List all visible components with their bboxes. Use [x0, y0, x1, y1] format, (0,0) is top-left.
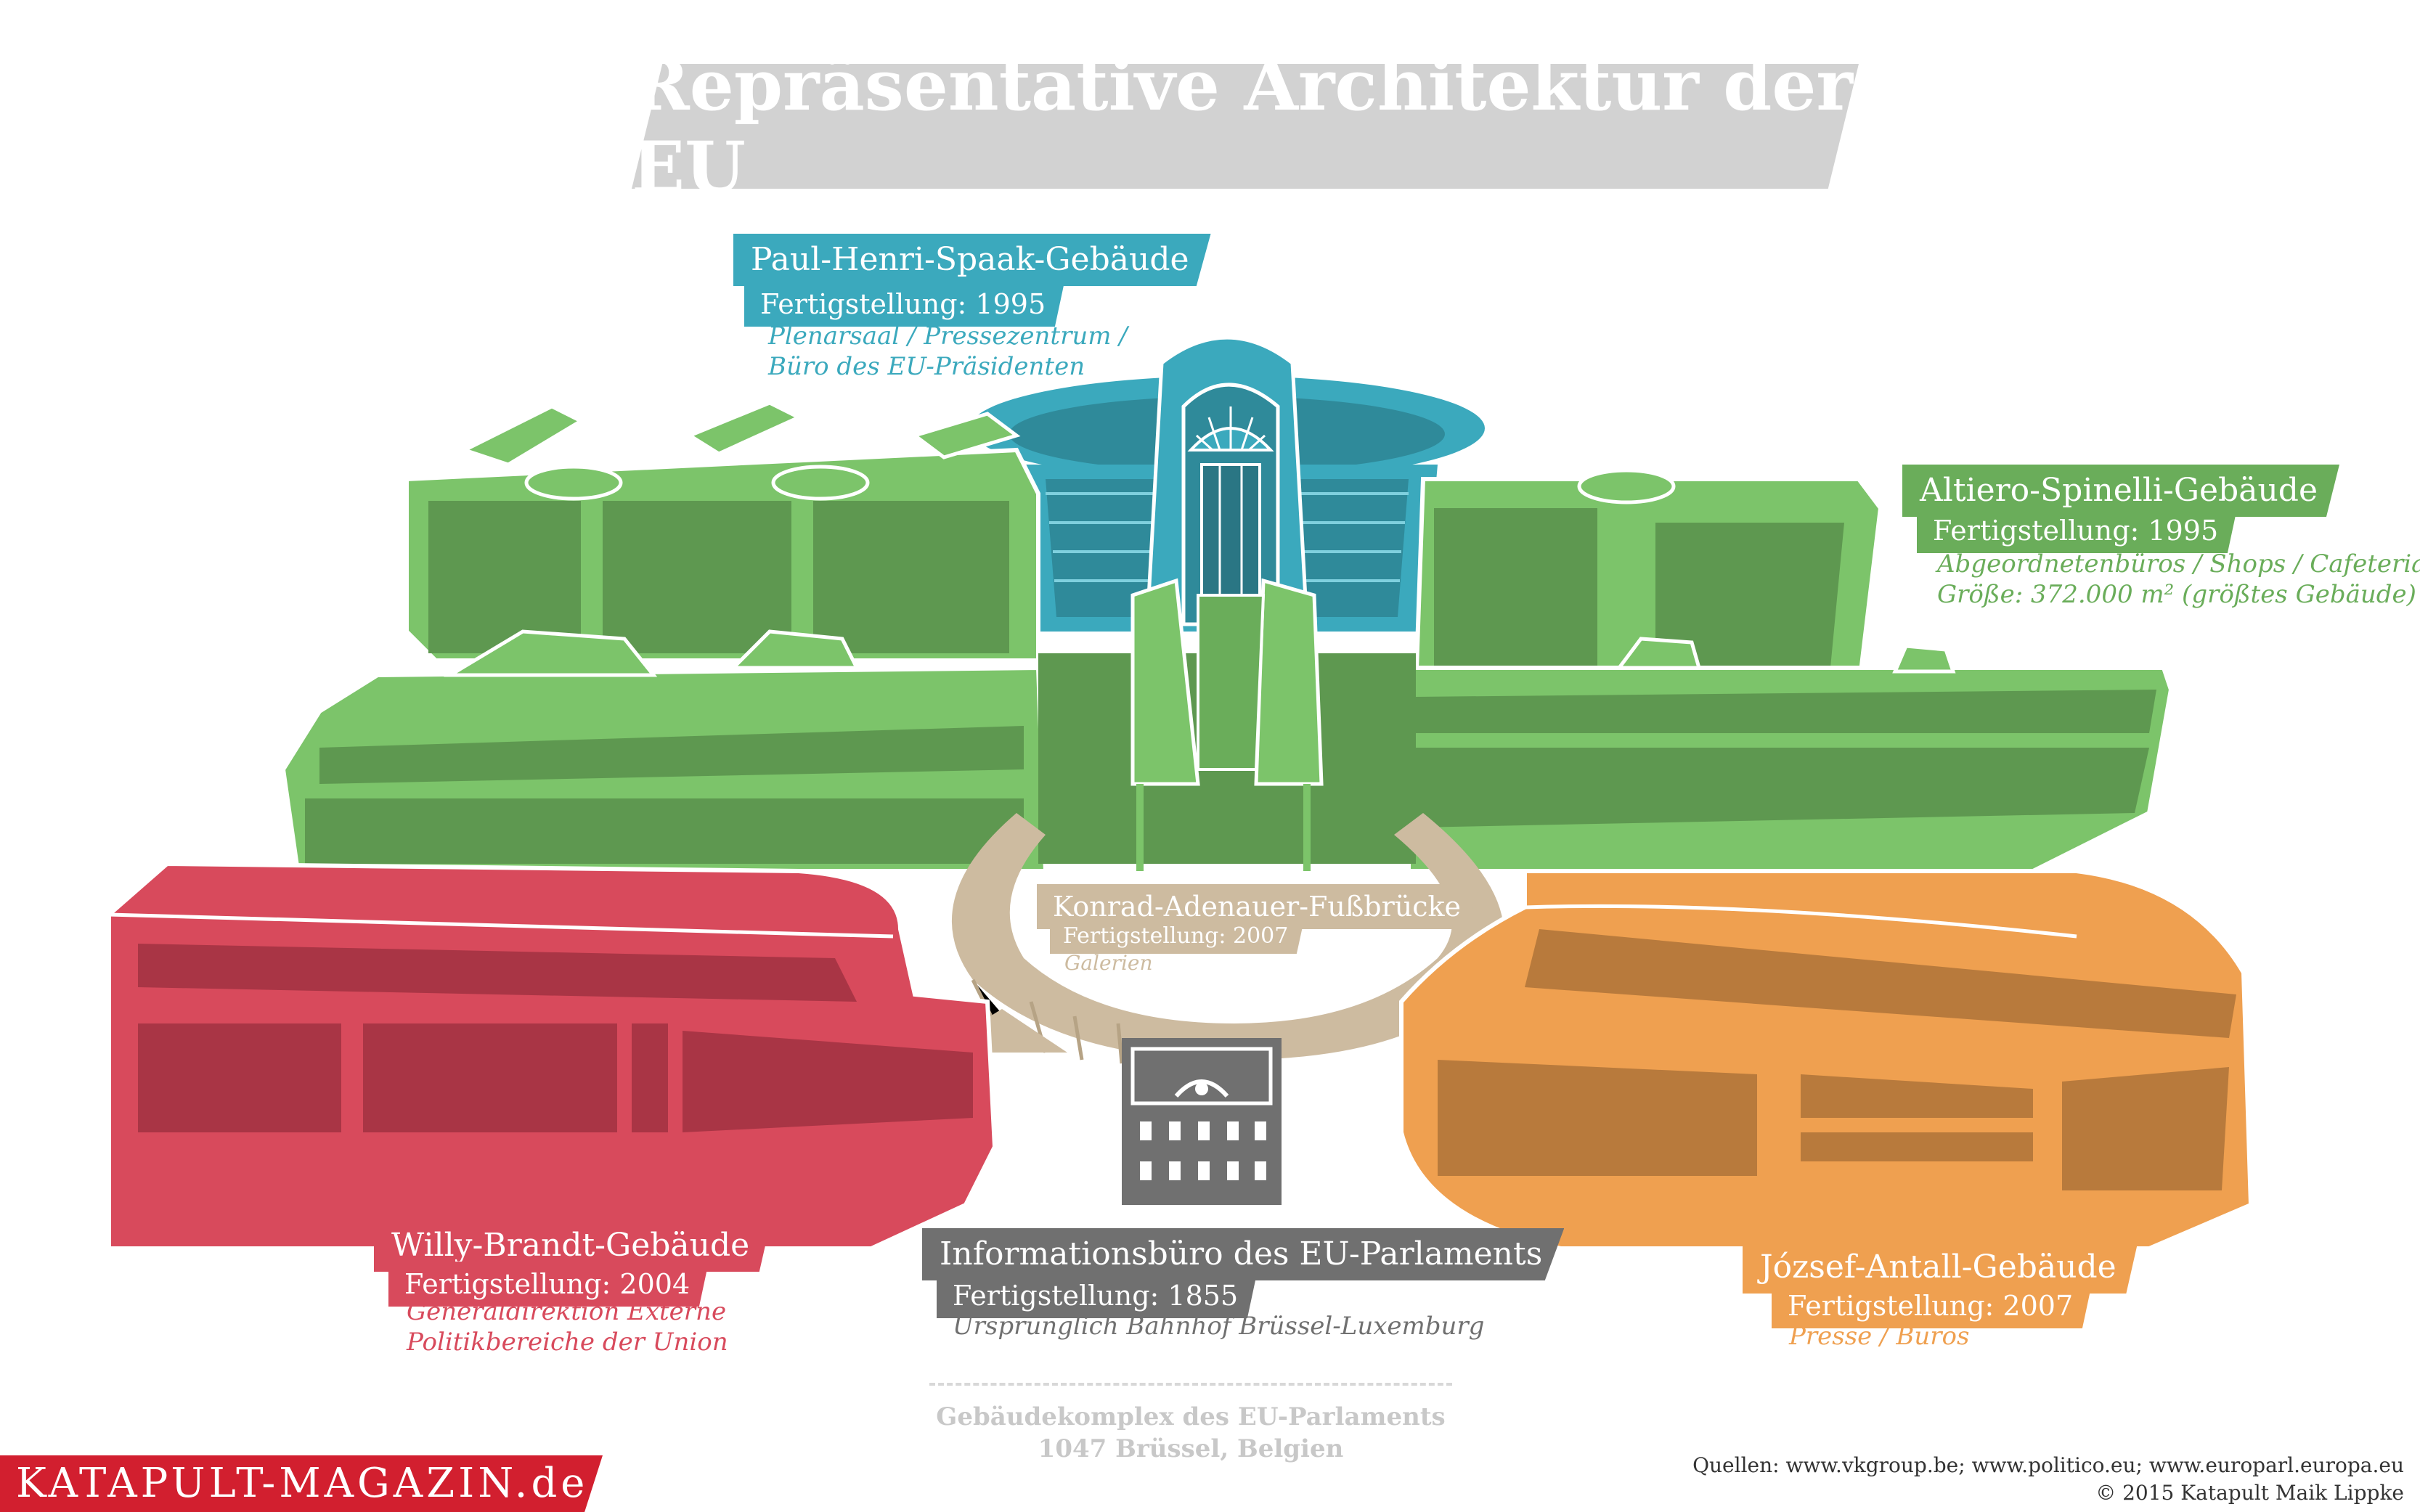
- brandt-completion-tag: Fertigstellung: 2004: [388, 1262, 709, 1307]
- adenauer-completion-tag: Fertigstellung: 2007: [1050, 919, 1305, 954]
- spinelli-description-1: Abgeordnetenbüros / Shops / Cafeteria: [1937, 549, 2420, 579]
- antall-building-shape: [1399, 869, 2254, 1251]
- page-title: Repräsentative Architektur der EU: [632, 44, 1853, 208]
- title-banner: [632, 64, 1859, 189]
- spaak-building-shape: [969, 335, 1485, 632]
- brandt-description-1: Generaldirektion Externe: [407, 1297, 727, 1326]
- antall-completion-tag: Fertigstellung: 2007: [1772, 1283, 2093, 1328]
- complex-line-2: 1047 Brüssel, Belgien: [1038, 1434, 1344, 1463]
- divider: [929, 1383, 1452, 1386]
- brand-logo-text: KATAPULT-MAGAZIN.de: [16, 1460, 589, 1507]
- brand-banner: [0, 1455, 603, 1512]
- info-description-1: Ursprünglich Bahnhof Brüssel-Luxemburg: [953, 1312, 1485, 1341]
- info-completion-tag: Fertigstellung: 1855: [937, 1273, 1258, 1318]
- sources-text: Quellen: www.vkgroup.be; www.politico.eu…: [1692, 1453, 2404, 1477]
- antall-description-1: Presse / Büros: [1789, 1322, 1970, 1351]
- copyright-text: © 2015 Katapult Maik Lippke: [2095, 1481, 2404, 1505]
- adenauer-description-1: Galerien: [1064, 951, 1153, 975]
- info-building-shape: [1122, 1038, 1282, 1205]
- spinelli-building-shape: [280, 401, 2174, 873]
- brandt-description-2: Politikbereiche der Union: [407, 1328, 728, 1357]
- spaak-name-tag: Paul-Henri-Spaak-Gebäude: [733, 234, 1211, 286]
- spaak-description-1: Plenarsaal / Pressezentrum /: [768, 322, 1128, 351]
- spaak-description-2: Büro des EU-Präsidenten: [768, 352, 1085, 381]
- complex-address: Gebäudekomplex des EU-Parlaments 1047 Br…: [908, 1401, 1474, 1465]
- spinelli-description-2: Größe: 372.000 m² (größtes Gebäude): [1937, 580, 2416, 609]
- sources-block: Quellen: www.vkgroup.be; www.politico.eu…: [1692, 1452, 2404, 1507]
- spaak-completion-tag: Fertigstellung: 1995: [744, 282, 1065, 327]
- complex-line-1: Gebäudekomplex des EU-Parlaments: [936, 1402, 1446, 1431]
- info-name-tag: Informationsbüro des EU-Parlaments: [922, 1228, 1565, 1280]
- brandt-building-shape: [107, 861, 998, 1251]
- spinelli-completion-tag: Fertigstellung: 1995: [1917, 508, 2238, 553]
